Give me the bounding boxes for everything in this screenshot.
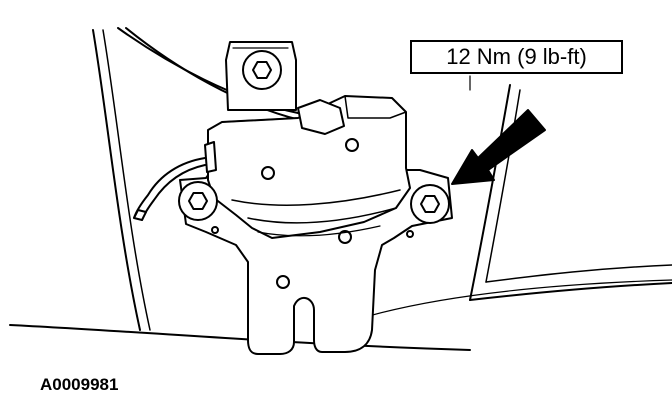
panel-edge-right-inner [485,89,521,283]
torque-label: 12 Nm (9 lb-ft) [446,44,587,69]
panel-edge-right-outer [469,84,511,301]
figure-id: A0009981 [40,375,119,394]
bolt-upper-hex [252,61,272,79]
panel-edge-right-bottom-outer [469,282,672,301]
connector-body [204,141,217,173]
latch-housing-top-edge [221,117,299,123]
bolt-left-hex [188,192,208,210]
panel-edge-left-inner [102,29,151,331]
plate-hole-2 [276,275,290,289]
torque-callout: 12 Nm (9 lb-ft) [410,40,623,74]
torque-arrow [451,109,546,185]
housing-hole-1 [261,166,275,180]
wire-harness-3 [133,209,147,221]
panel-edge-lower-right [354,279,672,321]
latch-housing-ridge-1 [231,189,401,206]
panel-edge-bottom [9,324,471,351]
housing-hole-2 [345,138,359,152]
latch-housing-ridge-3 [257,225,381,237]
latch-housing-lip [344,95,407,119]
latch-housing-ridge-2 [247,207,397,224]
panel-edge-left-outer [92,29,141,331]
cable-end-fitting [297,99,345,135]
plate-hole-1 [338,230,352,244]
release-cable-lower [125,27,301,121]
plate-rivet-left [211,226,219,234]
bolt-right-hex [420,195,440,213]
panel-edge-right-bottom [485,264,672,283]
plate-rivet-right [406,230,414,238]
